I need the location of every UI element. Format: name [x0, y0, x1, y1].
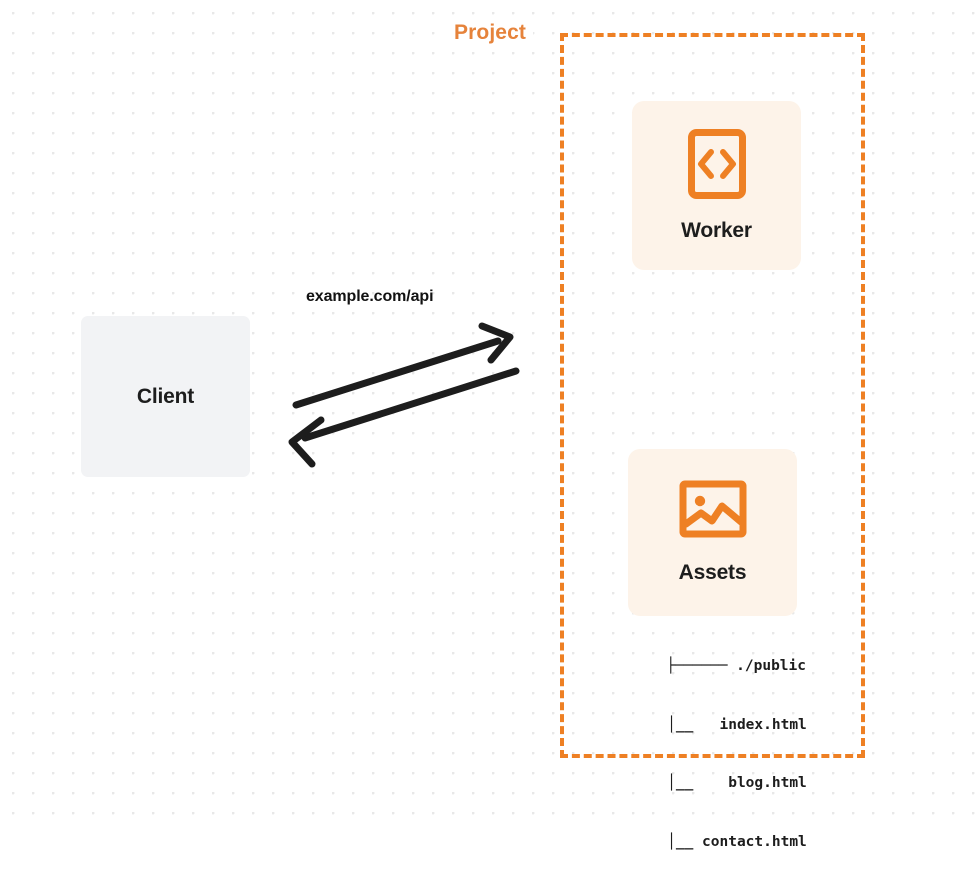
- project-container: [560, 33, 865, 758]
- tree-row-blog-html: │__ blog.html: [606, 775, 807, 791]
- diagram-canvas: Client example.com/api Project Worker: [0, 0, 980, 850]
- worker-label: Worker: [681, 219, 752, 242]
- client-node[interactable]: Client: [81, 316, 250, 477]
- connection-label: example.com/api: [306, 288, 434, 305]
- assets-label: Assets: [678, 561, 747, 584]
- tree-row-contact-html: │__ contact.html: [606, 833, 807, 850]
- file-tree: ├────── ./public │__ index.html │__ blog…: [606, 618, 806, 891]
- project-title: Project: [447, 21, 533, 45]
- worker-card[interactable]: Worker: [632, 101, 801, 270]
- request-arrow-icon: [292, 322, 514, 409]
- client-label: Client: [136, 384, 195, 408]
- image-icon: [679, 480, 747, 543]
- assets-card[interactable]: Assets: [628, 449, 797, 616]
- response-arrow-icon: [288, 367, 520, 468]
- code-brackets-icon: [687, 128, 747, 205]
- tree-row-index-html: │__ index.html: [606, 716, 807, 733]
- tree-row-public: ├────── ./public: [666, 658, 806, 674]
